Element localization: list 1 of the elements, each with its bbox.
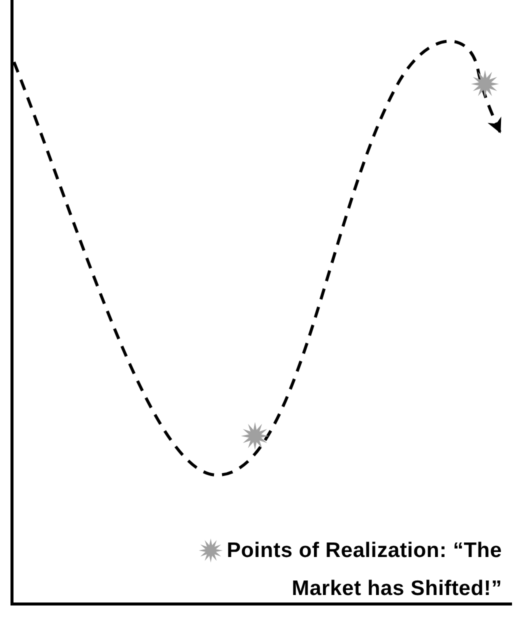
legend-text: Points of Realization: “The Market has Shifted!” xyxy=(226,539,502,600)
